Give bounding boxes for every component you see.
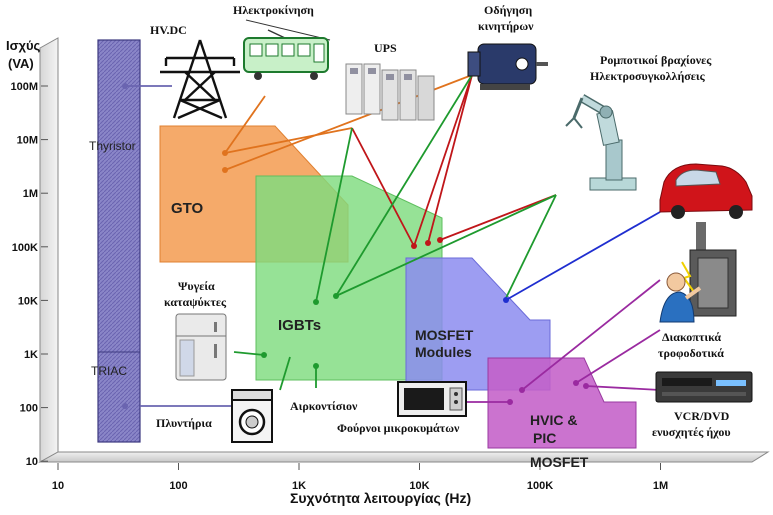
vcr-label-line2: ενυσχητές ήχου — [652, 425, 731, 439]
traction-label: Ηλεκτροκίνηση — [233, 3, 314, 17]
x-tick-label: 100 — [169, 480, 187, 492]
y-tick-label: 1M — [23, 188, 38, 200]
vcr-label-line1: VCR/DVD — [674, 409, 730, 423]
connector-washer-igbt — [279, 356, 291, 391]
y-tick-label: 10M — [17, 135, 38, 147]
y-tick-label: 100K — [12, 242, 38, 254]
motor-icon — [467, 43, 548, 90]
aircon-label: Αιρκοντίσιον — [290, 399, 358, 413]
microwave-icon — [397, 381, 467, 417]
connector-motor-igbt-green — [335, 74, 473, 297]
robot-label-line1: Ρομποτικοί βραχίονες — [600, 53, 712, 67]
hvic-region — [487, 357, 637, 449]
y-tick-label: 10 — [26, 456, 38, 468]
hvic-label-line1: HVIC & — [530, 412, 577, 428]
y-axis-wall — [39, 37, 59, 463]
x-axis-title: Συχνότητα λειτουργίας (Hz) — [290, 490, 471, 506]
y-axis-title-line2: (VA) — [8, 56, 34, 71]
connector-ups-igbt — [351, 127, 415, 247]
motor-label-line1: Οδήγηση — [484, 3, 532, 17]
vcr-icon — [655, 371, 753, 403]
switches-label-line1: Διακοπτικά — [662, 330, 721, 344]
y-tick-label: 100 — [20, 403, 38, 415]
connector-motor-igbt-b — [413, 74, 473, 247]
x-tick-label: 10K — [409, 480, 429, 492]
y-tick-label: 10K — [18, 295, 38, 307]
igbt-label: IGBTs — [278, 317, 321, 334]
mosfet-label-line2: Modules — [415, 344, 472, 360]
x-tick-label: 100K — [527, 480, 553, 492]
ups-icon — [345, 63, 435, 121]
y-axis-title-line1: Ισχύς — [6, 38, 41, 53]
connector-robot-mosfet-green — [505, 194, 557, 299]
gto-label: GTO — [171, 200, 204, 217]
switch-panel-icon — [659, 222, 737, 323]
y-axis: Ισχύς (VA) 100M 10M 1M 100K 10K 1K 100 10 — [6, 38, 48, 468]
x-tick-label: 1K — [292, 480, 306, 492]
robot-label-line2: Ηλεκτροσυγκολλήσεις — [590, 69, 706, 83]
fridge-icon — [175, 313, 227, 381]
hvdc-label: HV.DC — [150, 23, 187, 37]
x-tick-label: 10 — [52, 480, 64, 492]
fridge-label-line2: καταψύκτες — [164, 295, 227, 309]
thyristor-label: Thyristor — [89, 139, 136, 153]
connector-robot-igbt — [439, 194, 557, 241]
triac-label: TRIAC — [91, 364, 127, 378]
microwave-label: Φούρνοι μικροκυμάτων — [337, 421, 460, 435]
axis-frame — [38, 37, 770, 463]
connector-fridge-igbt — [233, 351, 265, 356]
x-tick-label: 1M — [653, 480, 668, 492]
thyristor-bar — [97, 39, 141, 443]
washer-label: Πλυντήρια — [156, 416, 212, 430]
x-axis: 10 100 1K 10K 100K 1M Συχνότητα λειτουργίας (… — [52, 463, 668, 506]
connector-car-mosfet — [505, 211, 661, 301]
car-icon — [659, 163, 753, 219]
y-tick-label: 100M — [10, 81, 38, 93]
mosfet-label-line1: MOSFET — [415, 327, 474, 343]
connector-dots — [122, 83, 589, 409]
fridge-label-line1: Ψυγεία — [178, 279, 215, 293]
connector-motor-igbt-a — [427, 74, 473, 244]
connector-robot-igbt-green — [335, 194, 557, 297]
connector-traction-gto — [224, 95, 266, 154]
y-tick-label: 1K — [24, 349, 38, 361]
hvdc-tower-icon — [160, 39, 240, 120]
robot-arm-icon — [565, 94, 637, 191]
connector-switch-hvic — [575, 329, 661, 384]
motor-label-line2: κινητήρων — [478, 19, 534, 33]
thyristor-region: Thyristor TRIAC — [89, 39, 141, 443]
ups-label: UPS — [374, 41, 397, 55]
hvic-label-line3: MOSFET — [530, 454, 589, 470]
hvic-label-line2: PIC — [533, 430, 556, 446]
switches-label-line2: τροφοδοτικά — [658, 346, 724, 360]
connector-ups-gto — [224, 127, 353, 154]
x-axis-floor — [38, 451, 770, 463]
connector-switch-mosfet — [521, 279, 661, 391]
tram-icon — [243, 19, 331, 80]
washer-icon — [231, 389, 273, 443]
connector-vcr-hvic — [585, 385, 661, 391]
connector-ups-igbt-green — [315, 127, 353, 303]
